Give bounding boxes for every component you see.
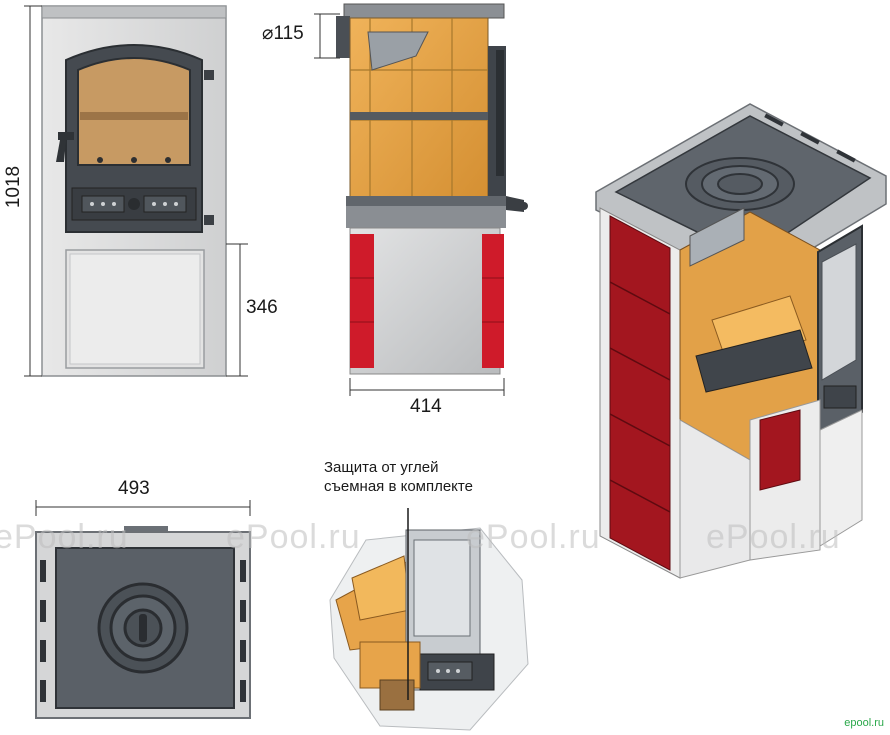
side-section-view — [314, 3, 528, 396]
dimension-flue-diameter: ⌀115 — [262, 23, 304, 44]
watermark: ePool.ru — [0, 518, 129, 556]
watermark: ePool.ru — [706, 518, 841, 556]
hob-ring-icon — [97, 582, 189, 674]
front-view — [24, 5, 248, 377]
watermark: ePool.ru — [466, 518, 601, 556]
dimension-total-height: 1018 — [3, 165, 24, 209]
coal-guard-detail — [329, 508, 529, 731]
top-view — [35, 500, 251, 719]
watermark: ePool.ru — [226, 518, 361, 556]
door-handle-icon — [56, 132, 74, 162]
dimension-side-depth: 414 — [410, 396, 442, 417]
coal-guard-annotation: Защита от углей съемная в комплекте — [324, 459, 473, 495]
dimension-top-width: 493 — [118, 478, 150, 499]
isometric-cutaway — [595, 103, 887, 579]
dimension-base-height: 346 — [246, 297, 278, 318]
air-regulator-icon — [506, 196, 528, 212]
brand-mark: epool.ru — [844, 717, 884, 729]
hob-ring-icon — [685, 157, 795, 211]
